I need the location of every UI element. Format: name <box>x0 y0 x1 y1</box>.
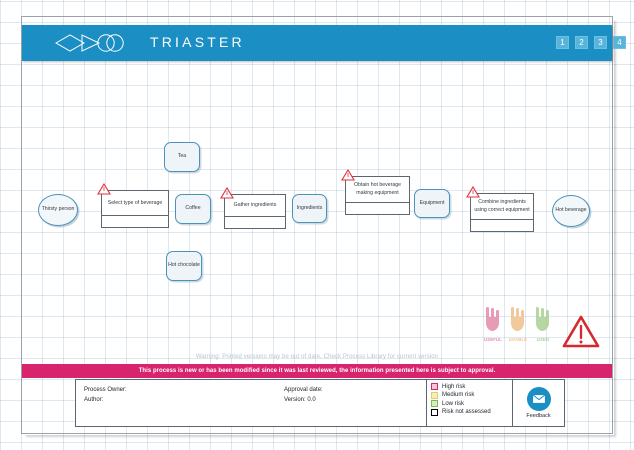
node-thirsty-person[interactable]: Thirsty person <box>38 194 78 226</box>
stamp-label: USEFUL <box>484 337 502 342</box>
risk-legend-item-medium: Medium risk <box>431 391 512 399</box>
risk-swatch-low <box>431 400 438 407</box>
node-label: Combine ingredients using correct equipm… <box>474 199 530 213</box>
node-coffee[interactable]: Coffee <box>175 194 211 224</box>
risk-label: High risk <box>442 383 466 390</box>
feedback-button[interactable]: Feedback <box>512 380 564 426</box>
page-header: TRIASTER 1 2 3 4 <box>22 25 626 61</box>
risk-swatch-medium <box>431 391 438 399</box>
thumbs-up-icon <box>536 306 549 331</box>
page-indicator-2[interactable]: 2 <box>575 36 588 49</box>
node-label: Obtain hot beverage making equipment <box>353 182 401 196</box>
node-combine-ingredients[interactable]: Combine ingredients using correct equipm… <box>466 186 534 232</box>
stamp-usable: USABLE <box>507 306 529 342</box>
version-label: Version: 0.0 <box>284 397 316 403</box>
stamp-used: USED <box>532 306 554 342</box>
node-obtain-equipment[interactable]: Obtain hot beverage making equipment <box>341 169 410 215</box>
risk-label: Medium risk <box>442 392 475 398</box>
page-indicator-1[interactable]: 1 <box>556 36 569 49</box>
stamp-label: USED <box>536 337 550 342</box>
warning-triangle-icon <box>466 186 480 198</box>
page-sheet <box>21 16 613 434</box>
node-label: Gather ingredients <box>233 202 277 209</box>
node-ingredients[interactable]: Ingredients <box>292 194 327 223</box>
author-label: Author: <box>84 397 104 403</box>
warning-triangle-icon <box>220 187 234 199</box>
node-tea[interactable]: Tea <box>164 142 200 172</box>
node-footer-bar <box>471 219 533 231</box>
stamp-label: USABLE <box>508 337 528 342</box>
process-owner-label: Process Owner: <box>84 387 127 393</box>
print-warning-text: Warning: Printed versions may be out of … <box>195 354 439 360</box>
approval-date-label: Approval date: <box>284 387 323 393</box>
node-equipment[interactable]: Equipment <box>414 189 450 218</box>
quality-stamps: USEFUL USABLE USED <box>482 306 562 350</box>
envelope-icon <box>526 387 551 411</box>
stamp-useful: USEFUL <box>482 306 504 342</box>
node-gather-ingredients[interactable]: Gather ingredients <box>220 187 286 229</box>
risk-swatch-not-assessed <box>431 408 438 416</box>
warning-triangle-icon <box>562 315 600 348</box>
risk-legend-item-high: High risk <box>431 383 512 390</box>
approval-notice-banner: This process is new or has been modified… <box>22 364 612 378</box>
document-footer: Process Owner: Author: Approval date: Ve… <box>75 379 565 427</box>
warning-triangle-icon <box>97 183 111 195</box>
triaster-logo-icon <box>54 34 124 52</box>
thumbs-up-icon <box>511 306 524 331</box>
node-footer-bar <box>102 215 168 227</box>
thumbs-up-icon <box>486 306 499 331</box>
page-indicator-4[interactable]: 4 <box>613 36 626 49</box>
page-indicator-3[interactable]: 3 <box>594 36 607 49</box>
node-footer-bar <box>225 216 285 228</box>
risk-swatch-high <box>431 383 438 390</box>
node-label: Select type of beverage <box>107 199 163 206</box>
risk-legend: High risk Medium risk Low risk Risk not … <box>426 380 512 426</box>
footer-metadata: Process Owner: Author: Approval date: Ve… <box>76 380 426 426</box>
feedback-label: Feedback <box>526 413 551 419</box>
brand-name: TRIASTER <box>150 34 245 50</box>
node-hot-chocolate[interactable]: Hot chocolate <box>166 251 202 281</box>
node-hot-beverage[interactable]: Hot beverage <box>552 195 590 227</box>
warning-triangle-icon <box>341 169 355 181</box>
risk-label: Low risk <box>442 400 465 407</box>
risk-legend-item-not-assessed: Risk not assessed <box>431 408 512 416</box>
node-footer-bar <box>346 202 409 214</box>
risk-label: Risk not assessed <box>442 409 491 415</box>
risk-legend-item-low: Low risk <box>431 400 512 407</box>
node-select-beverage[interactable]: Select type of beverage <box>97 183 169 228</box>
